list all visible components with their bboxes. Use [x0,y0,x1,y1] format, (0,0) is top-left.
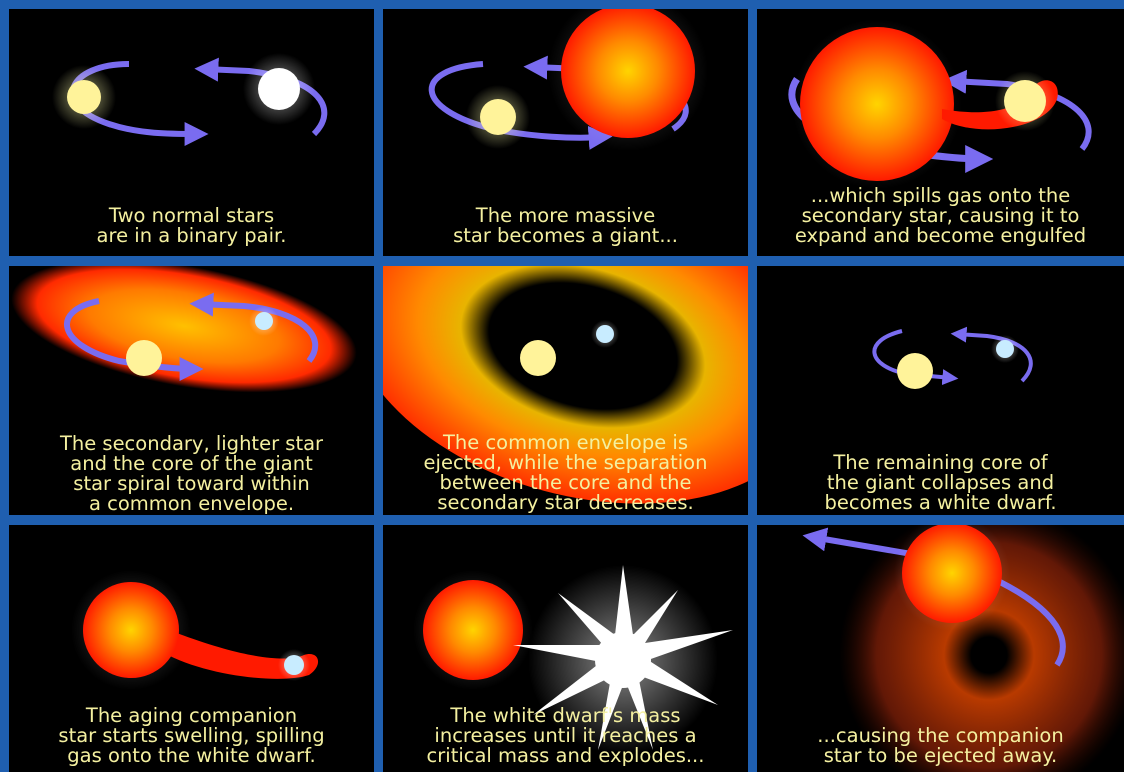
caption-line: ...which spills gas onto the [810,184,1071,207]
caption-line: ejected, while the separation [423,451,708,474]
star-yellow [897,353,933,389]
companion-star [423,580,523,680]
remnant-core [971,637,1007,673]
caption-line: the giant collapses and [826,471,1055,494]
giant-star [800,27,954,181]
caption-line: critical mass and explodes... [426,744,705,767]
orbit-arrow [64,298,204,381]
caption-line: The aging companion [85,704,298,727]
orbit-arrow [189,292,319,363]
star-yellow [1004,80,1046,122]
caption-line: between the core and the [439,471,692,494]
star-yellow [520,340,556,376]
star-white [258,68,300,110]
caption-line: star starts swelling, spilling [58,724,325,747]
caption-line: Two normal stars [108,204,275,227]
illustration [52,53,328,146]
caption-line: star spiral toward within [73,472,310,495]
caption-line: expand and become engulfed [794,224,1087,247]
star-yellow [67,80,101,114]
caption-line: The secondary, lighter star [59,432,324,455]
illustration [71,570,319,690]
caption-line: are in a binary pair. [96,224,287,247]
caption-line: The more massive [475,204,656,227]
star-yellow [480,99,516,135]
caption-line: The remaining core of [833,451,1048,474]
caption-line: ...causing the companion [817,724,1064,747]
illustration [11,266,357,393]
caption-line: and the core of the giant [70,452,313,475]
orbit-arrow [950,326,1033,383]
caption-line: increases until it reaches a [434,724,697,747]
white-dwarf [284,655,304,675]
caption-line: secondary star, causing it to [801,204,1080,227]
caption-line: star becomes a giant... [453,224,678,247]
star-yellow [126,340,162,376]
giant-star [561,9,695,138]
caption-line: secondary star decreases. [437,491,694,514]
white-dwarf [596,325,614,343]
caption-line: The white dwarf's mass [450,704,681,727]
companion-star [902,525,1002,623]
caption-line: a common envelope. [88,492,295,515]
illustration [802,525,1124,772]
illustration [428,9,708,151]
illustration [872,326,1033,389]
illustration [788,19,1092,189]
caption-line: becomes a white dwarf. [824,491,1057,514]
caption-line: The common envelope is [443,431,688,454]
ejected-envelope [383,266,748,504]
illustration [413,565,733,755]
envelope [11,266,357,393]
caption-line: star to be ejected away. [823,744,1058,767]
white-dwarf [255,312,273,330]
caption-line: gas onto the white dwarf. [67,744,316,767]
companion-star [83,582,179,678]
white-dwarf [996,340,1014,358]
illustration [383,266,748,504]
